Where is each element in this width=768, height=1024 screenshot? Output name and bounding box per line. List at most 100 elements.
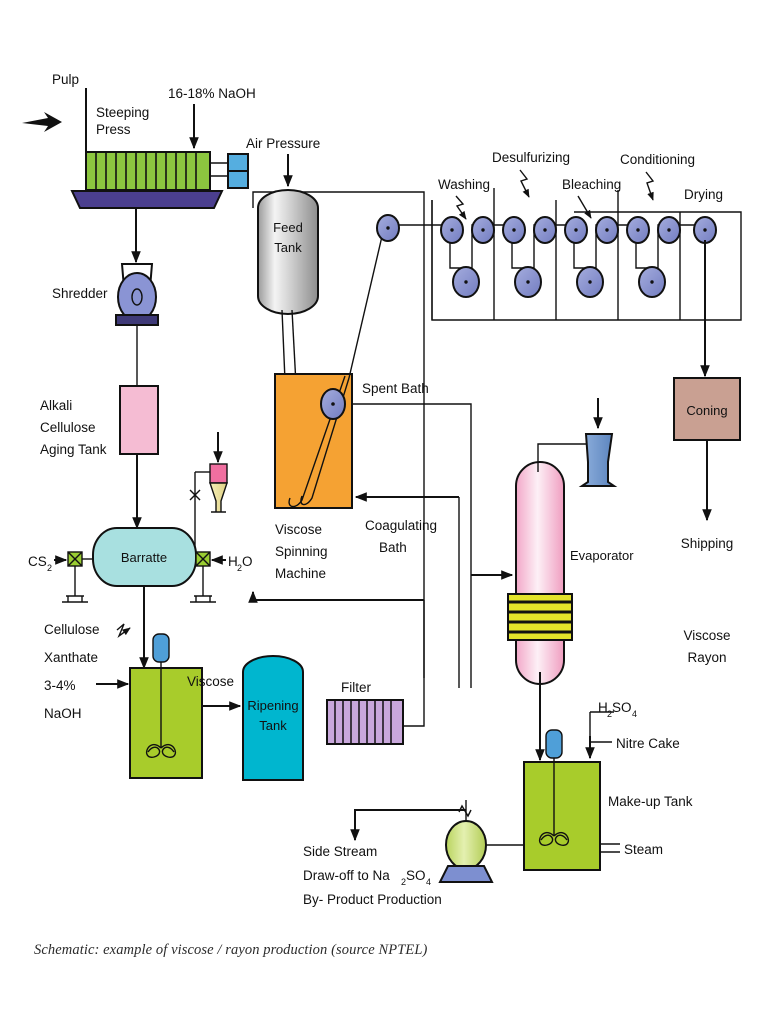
cs2-stand-foot	[62, 595, 88, 603]
condenser-nozzle-body	[578, 433, 618, 487]
steam-inlet: Steam	[600, 842, 663, 857]
label-product-1: Viscose	[683, 628, 730, 643]
label-viscose: Viscose	[187, 674, 234, 689]
xanthate-mixer-motor	[152, 633, 170, 663]
label-spent-bath: Spent Bath	[362, 381, 429, 396]
station-label-conditioning: Conditioning	[620, 152, 695, 167]
roller-bleaching-bottom-hub	[588, 280, 592, 284]
acid-inlets: H 2 SO 4 Nitre Cake	[585, 700, 680, 760]
label-h2so4-d: 4	[632, 709, 637, 719]
label-naoh-weak: NaOH	[44, 706, 82, 721]
press-cylinder-upper	[227, 153, 249, 172]
spinning-machine-label-3: Machine	[275, 566, 326, 581]
roller-drying-hub	[703, 228, 707, 232]
roller-washing-top-right-hub	[481, 228, 485, 232]
filter-to-feedtank-pipe	[252, 191, 425, 727]
coning-label: Coning	[686, 403, 727, 418]
label-h2so4-b: 2	[607, 709, 612, 719]
feed-tank-label-1: Feed	[273, 220, 303, 235]
filter: Filter	[326, 680, 404, 745]
evaporator-body	[515, 461, 565, 685]
label-side-stream-2a: Draw-off to Na	[303, 868, 390, 883]
label-steam: Steam	[624, 842, 663, 857]
label-xanthate: Xanthate	[44, 650, 98, 665]
make-up-tank-impeller-a	[538, 832, 555, 846]
make-up-tank-body	[523, 761, 601, 871]
side-stream-drawoff: Side Stream Draw-off to Na 2 SO 4 By- Pr…	[303, 809, 466, 907]
roller-bleaching-top-right-hub	[605, 228, 609, 232]
label-coagulating-1: Coagulating	[365, 518, 437, 533]
xanthate-mixer-impeller-b	[160, 744, 177, 758]
barratte-label: Barratte	[121, 550, 167, 565]
xanthate-mixer	[129, 633, 203, 779]
coagulating-bath-stream: Coagulating Bath	[354, 492, 460, 688]
cellulose-xanthate-labels: Cellulose Xanthate 3-4% NaOH	[44, 622, 131, 721]
roller-desulfurizing-bottom-hub	[526, 280, 530, 284]
steeping-press: Steeping Press	[70, 105, 249, 209]
pulp-feed-arrow	[22, 112, 62, 132]
ripening-tank-label-1: Ripening	[247, 698, 298, 713]
label-side-stream-2c: SO	[406, 868, 426, 883]
press-cylinder-lower	[227, 170, 249, 189]
station-label-drying: Drying	[684, 187, 723, 202]
station-label-desulfurizing: Desulfurizing	[492, 150, 570, 165]
shredder: Shredder	[52, 263, 159, 326]
xanthate-mixer-impeller-a	[145, 744, 162, 758]
station-label-bleaching: Bleaching	[562, 177, 621, 192]
ripening-tank-body	[242, 655, 304, 781]
label-coagulating-2: Bath	[379, 540, 407, 555]
label-cs2-sub: 2	[47, 563, 52, 573]
label-naoh-weak-pct: 3-4%	[44, 678, 76, 693]
label-water-sub: 2	[237, 563, 242, 573]
water-stand-foot	[190, 595, 216, 603]
label-pulp: Pulp	[52, 72, 79, 87]
pump-casing	[445, 820, 487, 870]
roller-entry-hub	[386, 226, 390, 230]
label-side-stream-3: By- Product Production	[303, 892, 442, 907]
roller-bleaching-top-left-hub	[574, 228, 578, 232]
label-h2so4-c: SO	[612, 700, 632, 715]
washing-line: Washing Desulfurizing Bleaching Conditio…	[376, 150, 742, 321]
make-up-tank-impeller-b	[553, 832, 570, 846]
station-label-washing: Washing	[438, 177, 490, 192]
pointer-washing	[455, 195, 467, 220]
label-cellulose: Cellulose	[44, 622, 100, 637]
barratte: Barratte	[92, 527, 197, 587]
recycle-to-left-pipe	[248, 590, 424, 603]
valve-cross-b	[189, 489, 201, 501]
viscose-spinning-machine: Viscose Spinning Machine	[274, 373, 353, 581]
roller-washing-top-left-hub	[450, 228, 454, 232]
steeping-press-body	[85, 151, 211, 191]
evaporator-vapour-line	[537, 443, 590, 472]
label-naoh-strong: 16-18% NaOH	[168, 86, 256, 101]
ejector-body	[209, 482, 228, 513]
viscose-stream: Viscose	[187, 674, 242, 711]
aging-tank-label-1: Alkali	[40, 398, 72, 413]
make-up-tank-label: Make-up Tank	[608, 794, 693, 809]
label-water-tail: O	[242, 554, 253, 569]
label-product-2: Rayon	[687, 650, 726, 665]
label-water: H	[228, 554, 238, 569]
make-up-tank: Make-up Tank	[523, 729, 693, 871]
feed-tank-label-2: Tank	[274, 240, 302, 255]
shredder-label: Shredder	[52, 286, 108, 301]
aging-tank-label-3: Aging Tank	[40, 442, 107, 457]
roller-washing-bottom-hub	[464, 280, 468, 284]
label-shipping: Shipping	[681, 536, 734, 551]
feed-tank-body	[257, 189, 319, 315]
steeping-press-plates	[95, 153, 197, 189]
pump-base	[438, 865, 494, 883]
thread-to-washing-line	[348, 231, 384, 379]
naoh-strong-inlet: 16-18% NaOH	[168, 86, 256, 150]
label-air-pressure: Air Pressure	[246, 136, 320, 151]
thread-path-b	[300, 377, 350, 506]
thread-path-a	[288, 375, 346, 508]
shredder-shaft	[131, 288, 143, 306]
xanthate-mixer-body	[129, 667, 203, 779]
label-nitre-cake: Nitre Cake	[616, 736, 680, 751]
steeping-press-label-2: Press	[96, 122, 131, 137]
roller-desulfurizing-top-right-hub	[543, 228, 547, 232]
coning-body	[673, 377, 741, 441]
